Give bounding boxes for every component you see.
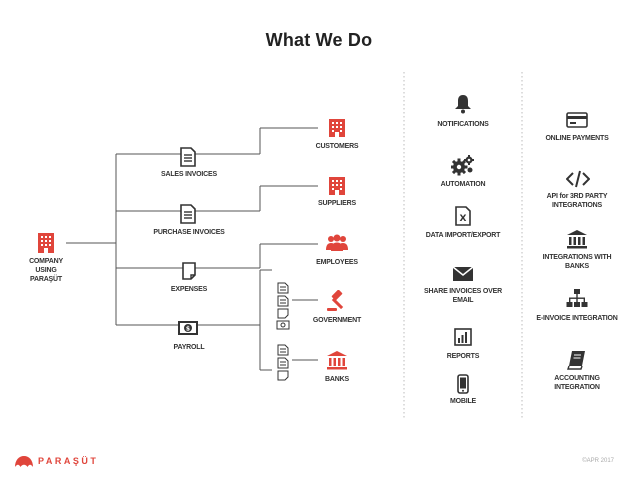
footer-logo-text: PARAŞÜT [38, 456, 99, 466]
parasut-logo-icon [15, 456, 33, 467]
flow-purchase-label: PURCHASE INVOICES [153, 229, 225, 236]
feature-data-io-label: DATA IMPORT/EXPORT [425, 232, 501, 239]
money-icon: $ [178, 321, 198, 335]
feature-notifications-label: NOTIFICATIONS [437, 121, 489, 128]
book-icon [567, 351, 585, 370]
integration-einvoice-label: E-INVOICE INTEGRATION [536, 315, 618, 322]
bell-icon [455, 95, 471, 114]
gavel-icon [327, 290, 344, 311]
company-building-icon [38, 233, 54, 253]
target-employees-label: EMPLOYEES [316, 259, 358, 266]
document-stack-icon [277, 344, 289, 381]
card-icon [566, 112, 588, 128]
people-icon [326, 234, 348, 251]
excel-icon: X [455, 206, 471, 226]
bar-chart-icon [454, 328, 472, 346]
phone-icon [457, 374, 469, 394]
document-icon [180, 147, 196, 167]
copyright-text: ©APR 2017 [582, 458, 614, 464]
receipt-icon [182, 262, 196, 280]
gears-icon [451, 155, 474, 176]
customers-building-icon [329, 119, 345, 137]
integration-api-label: API for 3RD PARTY INTEGRATIONS [546, 193, 608, 209]
root-label: COMPANY USING PARAŞÜT [29, 258, 63, 283]
flow-payroll-label: PAYROLL [173, 344, 205, 351]
flow-expenses-label: EXPENSES [170, 286, 208, 293]
document-icon [180, 204, 196, 224]
code-icon [566, 170, 590, 188]
envelope-icon [452, 266, 474, 281]
svg-text:$: $ [186, 326, 190, 333]
feature-reports-label: REPORTS [446, 353, 480, 360]
bank-icon [327, 351, 347, 370]
integration-accounting-label: ACCOUNTING INTEGRATION [554, 375, 600, 391]
feature-automation-label: AUTOMATION [440, 181, 486, 188]
network-icon [566, 289, 588, 307]
target-government-label: GOVERNMENT [312, 317, 362, 324]
svg-text:X: X [460, 214, 467, 224]
flow-sales-label: SALES INVOICES [161, 171, 217, 178]
document-stack-icon [276, 282, 290, 330]
integration-banks-label: INTEGRATIONS WITH BANKS [542, 254, 612, 270]
target-banks-label: BANKS [325, 376, 349, 383]
target-suppliers-label: SUPPLIERS [318, 200, 356, 207]
integration-online-payments-label: ONLINE PAYMENTS [545, 135, 609, 142]
page-title: What We Do [265, 30, 373, 50]
bank-icon [567, 230, 587, 249]
feature-share-label: SHARE INVOICES OVER EMAIL [424, 288, 502, 304]
feature-mobile-label: MOBILE [449, 398, 477, 405]
target-customers-label: CUSTOMERS [315, 143, 359, 150]
suppliers-building-icon [329, 177, 345, 195]
